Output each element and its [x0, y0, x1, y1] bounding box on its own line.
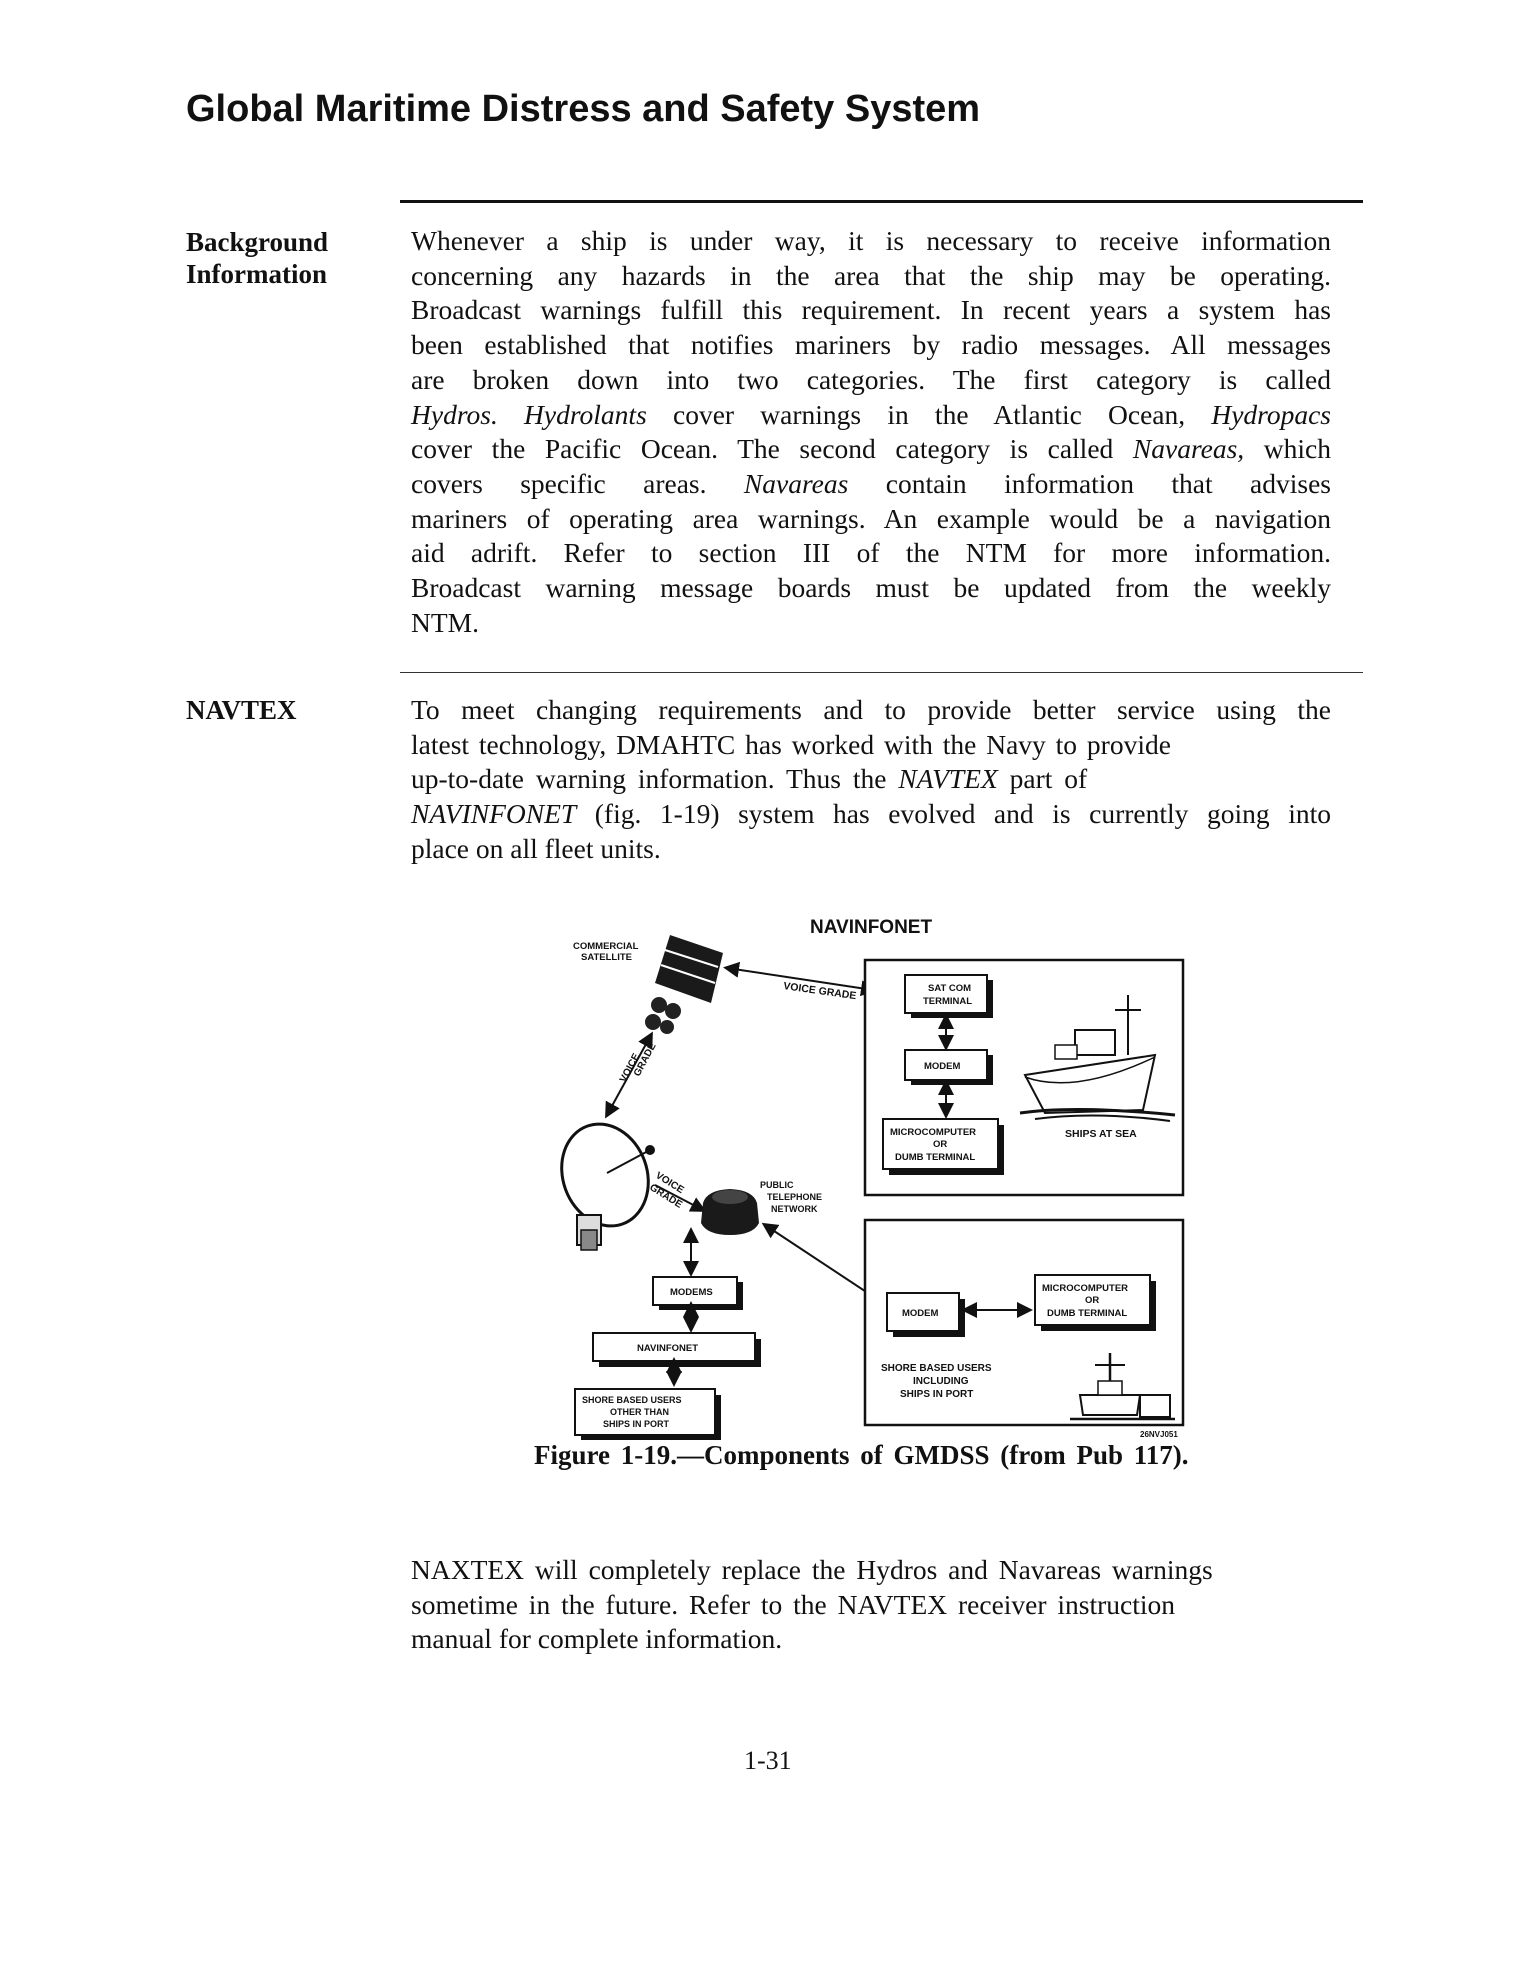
- italic-term: NAVTEX: [898, 763, 998, 795]
- text-line: cover the Pacific Ocean. The second cate…: [411, 432, 1331, 467]
- navtex-paragraph: To meet changing requirements and to pro…: [411, 693, 1331, 867]
- label-public: PUBLIC: [760, 1180, 794, 1190]
- text-run: cover warnings in the Atlantic Ocean,: [646, 398, 1212, 430]
- text-line: manual for complete information.: [411, 1623, 783, 1655]
- text-line: latest technology, DMAHTC has worked wit…: [411, 728, 1171, 760]
- text-line: Whenever a ship is under way, it is nece…: [411, 225, 1331, 256]
- label-navinfonet-box: NAVINFONET: [637, 1343, 698, 1354]
- text-run: [498, 399, 524, 430]
- link-satellite-satcom: [723, 961, 877, 997]
- text-line: aid adrift. Refer to section III of the …: [411, 537, 1331, 569]
- label-micro-ship-3: DUMB TERMINAL: [895, 1152, 975, 1163]
- text-line: mariners of operating area warnings. An …: [411, 502, 1331, 534]
- label-figure-code: 26NVJ051: [1140, 1430, 1178, 1439]
- label-line: Information: [186, 259, 327, 289]
- label-satcom-1: SAT COM: [928, 983, 971, 994]
- text-line: Broadcast warnings fulfill this requirem…: [411, 294, 1331, 326]
- section-label-background: Background Information: [186, 226, 328, 290]
- satcom-terminal-box: [904, 974, 988, 1014]
- label-commercial: COMMERCIAL: [573, 941, 639, 952]
- italic-term: Hydropacs: [1211, 398, 1331, 430]
- text-line: NAXTEX will completely replace the Hydro…: [411, 1554, 1213, 1585]
- text-run: (fig. 1-19) system has evolved and is cu…: [576, 798, 1331, 830]
- italic-term: Hydrolants: [524, 398, 647, 430]
- link-satellite-dish: [605, 1031, 653, 1119]
- text-run: which: [1244, 433, 1331, 465]
- modem-box-shore: [886, 1292, 960, 1332]
- text-line: up-to-date warning information. Thus the…: [411, 762, 1331, 797]
- label-shore-incl-2: INCLUDING: [913, 1376, 969, 1387]
- italic-term: NAVINFONET: [411, 798, 577, 830]
- label-micro-shore-3: DUMB TERMINAL: [1047, 1308, 1127, 1319]
- italic-term: Navareas: [743, 467, 849, 499]
- navinfonet-diagram: NAVINFONET COMMERCIAL SATELLITE VOICE GR…: [560, 917, 1185, 1443]
- text-line: NAVINFONET (fig. 1-19) system has evolve…: [411, 797, 1331, 832]
- label-voice-grade-top: VOICE GRADE: [783, 980, 857, 1002]
- link-telephone-shore-modem: [761, 1222, 887, 1306]
- modems-box: [652, 1276, 738, 1306]
- italic-term: Navareas,: [1132, 433, 1245, 465]
- microcomputer-box-ship: [882, 1118, 999, 1170]
- ship-in-port-icon: [1070, 1353, 1175, 1421]
- text-run: cover the Pacific Ocean. The second cate…: [411, 433, 1133, 465]
- telephone-network-icon: [701, 1189, 759, 1235]
- page-number: 1-31: [744, 1746, 792, 1775]
- label-shore-other-3: SHIPS IN PORT: [603, 1419, 670, 1429]
- label-network: NETWORK: [771, 1204, 818, 1214]
- text-line: sometime in the future. Refer to the NAV…: [411, 1588, 1176, 1620]
- text-run: covers specific areas.: [411, 467, 744, 499]
- label-shore-incl-3: SHIPS IN PORT: [900, 1389, 973, 1400]
- text-run: part of: [997, 763, 1088, 795]
- page-title: Global Maritime Distress and Safety Syst…: [186, 88, 981, 130]
- section-divider: [400, 672, 1363, 673]
- label-micro-shore-1: MICROCOMPUTER: [1042, 1283, 1128, 1294]
- label-shore-other-2: OTHER THAN: [610, 1407, 669, 1417]
- text-run: contain information that advises: [848, 467, 1331, 499]
- ship-icon: [1019, 995, 1176, 1122]
- text-line: concerning any hazards in the area that …: [411, 259, 1331, 291]
- navinfonet-figure: NAVINFONET COMMERCIAL SATELLITE VOICE GR…: [555, 905, 1195, 1443]
- figure-caption: Figure 1-19.—Components of GMDSS (from P…: [534, 1440, 1189, 1470]
- closing-paragraph: NAXTEX will completely replace the Hydro…: [411, 1553, 1291, 1657]
- label-micro-shore-2: OR: [1085, 1295, 1099, 1306]
- link-dish-telephone: [654, 1184, 707, 1212]
- text-line: been established that notifies mariners …: [411, 329, 1331, 361]
- label-line: Background: [186, 227, 329, 257]
- dish-antenna-icon: [560, 1122, 655, 1251]
- label-shore-other-1: SHORE BASED USERS: [582, 1395, 682, 1405]
- label-satellite: SATELLITE: [581, 952, 632, 963]
- figure-title: NAVINFONET: [810, 917, 932, 938]
- label-modems: MODEMS: [670, 1287, 713, 1298]
- label-telephone: TELEPHONE: [767, 1192, 822, 1202]
- text-line: are broken down into two categories. The…: [411, 363, 1331, 395]
- label-shore-incl-1: SHORE BASED USERS: [881, 1363, 992, 1374]
- section-divider-top: [400, 200, 1363, 203]
- text-line: Broadcast warning message boards must be…: [411, 572, 1331, 604]
- label-micro-ship-2: OR: [933, 1139, 947, 1150]
- background-paragraph: Whenever a ship is under way, it is nece…: [411, 224, 1331, 640]
- text-line: To meet changing requirements and to pro…: [411, 694, 1331, 725]
- label-modem-shore: MODEM: [902, 1308, 939, 1319]
- text-line: covers specific areas. Navareas contain …: [411, 467, 1331, 502]
- satellite-icon: [645, 935, 723, 1034]
- italic-term: Hydros.: [411, 398, 498, 430]
- label-ships-at-sea: SHIPS AT SEA: [1065, 1128, 1137, 1140]
- label-satcom-2: TERMINAL: [923, 996, 972, 1007]
- shore-users-other-box: [574, 1388, 716, 1436]
- section-label-navtex: NAVTEX: [186, 695, 297, 725]
- navinfonet-box: [592, 1332, 756, 1362]
- text-line: place on all fleet units.: [411, 832, 661, 864]
- label-modem-ship: MODEM: [924, 1061, 961, 1072]
- text-line: NTM.: [411, 606, 479, 638]
- label-micro-ship-1: MICROCOMPUTER: [890, 1127, 976, 1138]
- microcomputer-box-shore: [1034, 1274, 1151, 1326]
- text-run: up-to-date warning information. Thus the: [411, 763, 899, 795]
- text-line: Hydros. Hydrolants cover warnings in the…: [411, 398, 1331, 433]
